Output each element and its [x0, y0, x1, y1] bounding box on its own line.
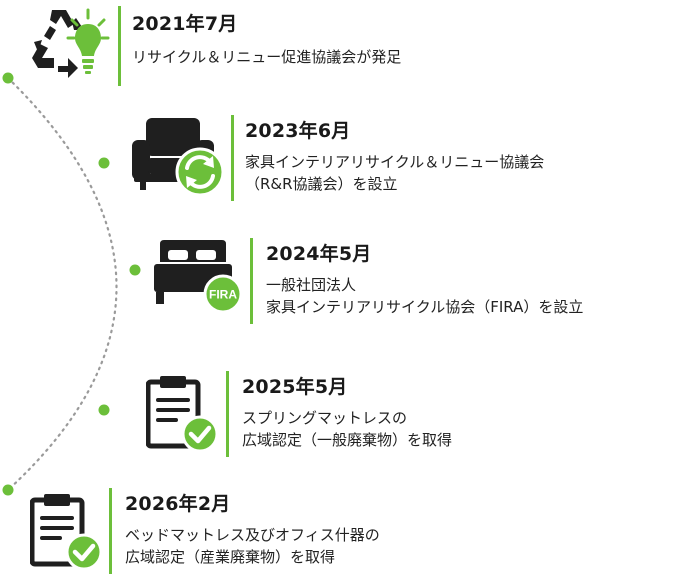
entry-year: 2021年7月: [132, 13, 238, 35]
entry-text: 2024年5月 一般社団法人 家具インテリアリサイクル協会（FIRA）を設立: [266, 242, 583, 318]
entry-divider: [250, 238, 253, 324]
entry-description: 家具インテリアリサイクル協会（FIRA）を設立: [266, 298, 584, 316]
entry-text: 2023年6月 家具インテリアリサイクル＆リニュー協議会 （R&R協議会）を設立: [245, 119, 544, 195]
entry-description: スプリングマットレスの: [242, 409, 408, 427]
entry-text: 2021年7月 リサイクル＆リニュー促進協議会が発足: [132, 12, 401, 68]
entry-divider: [231, 115, 234, 201]
entry-description: 家具インテリアリサイクル＆リニュー協議会: [245, 153, 545, 171]
dotted-arc: [6, 76, 118, 492]
recycle-lightbulb-icon: [28, 6, 112, 80]
timeline-dot: [2, 72, 14, 84]
timeline-dot: [2, 484, 14, 496]
entry-year: 2023年6月: [245, 120, 351, 142]
entry-description: ベッドマットレス及びオフィス什器の: [125, 526, 380, 544]
timeline-dot: [129, 264, 141, 276]
entry-year: 2025年5月: [242, 376, 348, 398]
entry-divider: [118, 6, 121, 86]
entry-description: 広域認定（一般廃棄物）を取得: [242, 431, 453, 449]
clipboard-check-icon: [145, 374, 220, 454]
entry-divider: [226, 371, 229, 457]
timeline-dot: [98, 157, 110, 169]
entry-text: 2025年5月 スプリングマットレスの 広域認定（一般廃棄物）を取得: [242, 375, 452, 451]
entry-year: 2024年5月: [266, 243, 372, 265]
entry-divider: [109, 488, 112, 574]
fira-badge-text: FIRA: [209, 288, 237, 302]
bed-fira-icon: FIRA: [152, 238, 244, 314]
entry-year: 2026年2月: [125, 493, 231, 515]
entry-description: （R&R協議会）を設立: [245, 175, 398, 193]
clipboard-check-icon: [29, 492, 104, 572]
timeline-dot: [98, 404, 110, 416]
entry-text: 2026年2月 ベッドマットレス及びオフィス什器の 広域認定（産業廃棄物）を取得: [125, 492, 380, 568]
armchair-recycle-icon: [130, 116, 225, 197]
entry-description: 一般社団法人: [266, 276, 357, 294]
entry-description: 広域認定（産業廃棄物）を取得: [125, 548, 336, 566]
entry-description: リサイクル＆リニュー促進協議会が発足: [132, 48, 402, 66]
